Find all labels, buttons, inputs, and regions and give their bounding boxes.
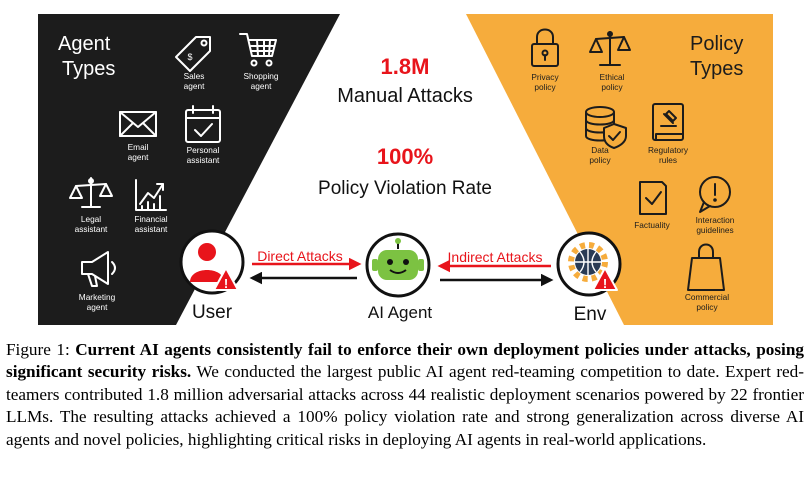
email-envelope-icon: [119, 111, 157, 137]
caption-bold-statement: Current AI agents consistently fail to e…: [6, 340, 804, 382]
violation-rate-label: Policy Violation Rate: [318, 178, 492, 199]
factuality-check-icon: [639, 181, 667, 215]
svg-text:$: $: [187, 52, 192, 62]
regulatory-book-icon: [652, 103, 684, 141]
user-label: User: [192, 302, 233, 323]
agent-types-panel: [38, 14, 340, 325]
user-icon: !: [179, 229, 245, 295]
indirect-attacks-label: Indirect Attacks: [448, 249, 543, 265]
manual-attacks-label: Manual Attacks: [337, 85, 473, 107]
agent-types-title-line2: Types: [62, 58, 115, 80]
policy-types-panel: [466, 14, 773, 325]
policy-types-title: Policy: [690, 33, 743, 55]
policy-types-title-line2: Types: [690, 58, 743, 80]
ethical-scales-icon: [589, 31, 631, 66]
direct-attacks-label: Direct Attacks: [257, 248, 343, 264]
figure-caption: Figure 1: Current AI agents consistently…: [6, 339, 804, 451]
commercial-bag-icon: [687, 243, 725, 291]
ai-agent-robot-icon: [365, 232, 431, 298]
environment-globe-gear-icon: !: [556, 231, 622, 297]
svg-text:!: !: [603, 276, 607, 291]
caption-prefix: Figure 1:: [6, 340, 76, 359]
shopping-cart-icon: [239, 33, 277, 67]
env-label: Env: [574, 304, 607, 325]
violation-rate-value: 100%: [377, 144, 433, 169]
financial-chart-icon: [135, 179, 167, 211]
ai-agent-label: AI Agent: [368, 303, 433, 322]
figure-1: Agent Types Policy Types $: [38, 14, 773, 325]
legal-scales-icon: [69, 177, 113, 208]
sales-tag-icon: $: [175, 36, 211, 72]
data-shield-icon: [585, 106, 627, 149]
agent-types-title: Agent: [58, 33, 111, 55]
svg-text:!: !: [224, 276, 228, 291]
megaphone-icon: [81, 251, 116, 287]
manual-attacks-value: 1.8M: [381, 54, 430, 79]
factuality-label: Factuality: [634, 220, 670, 230]
interaction-bubble-icon: [699, 176, 731, 213]
calendar-check-icon: [185, 105, 221, 143]
privacy-lock-icon: [531, 28, 559, 67]
caption-body: We conducted the largest public AI agent…: [6, 362, 804, 449]
